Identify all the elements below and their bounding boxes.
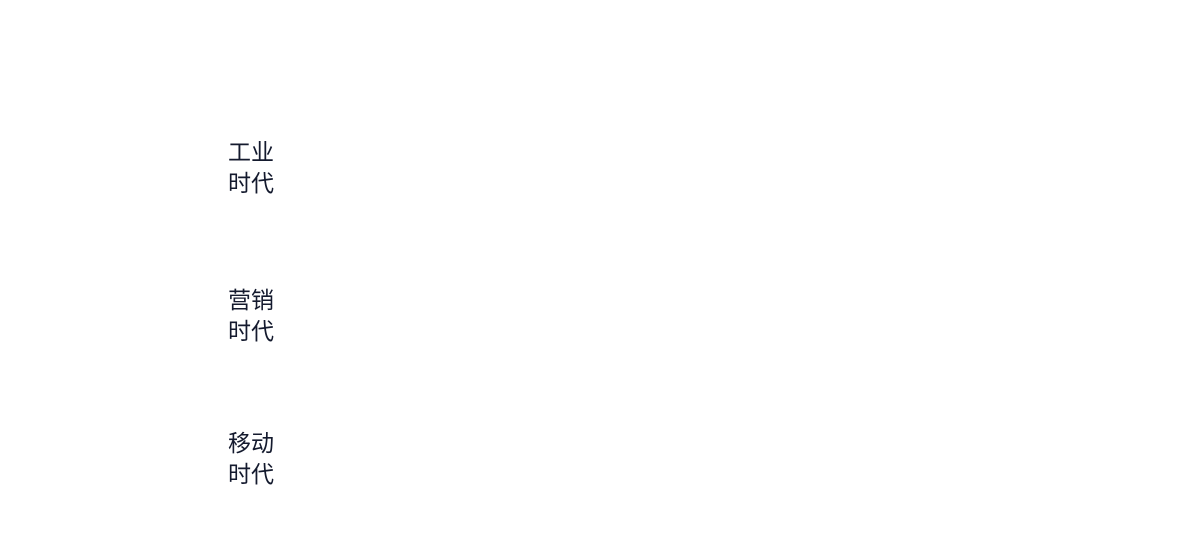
era-marketing-line-2: 时代 <box>228 319 274 345</box>
era-industrial-line-2: 时代 <box>228 171 274 197</box>
era-mobile-line-1: 移动 <box>228 431 274 457</box>
era-mobile: 移动 时代 <box>228 429 308 491</box>
era-marketing: 营销 时代 <box>228 286 308 348</box>
era-industrial-line-1: 工业 <box>228 140 274 166</box>
era-mobile-line-2: 时代 <box>228 462 274 488</box>
era-industrial: 工业 时代 <box>228 138 308 200</box>
era-marketing-line-1: 营销 <box>228 288 274 314</box>
